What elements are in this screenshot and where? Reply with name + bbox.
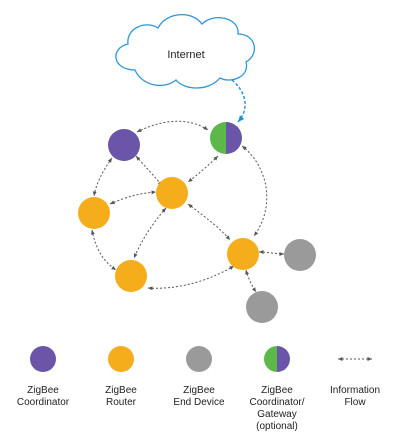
zigbee-end-device-circle-icon [186, 346, 212, 372]
flow-link-router-bottom-router-right [147, 265, 235, 291]
gateway-node-right-half [226, 122, 242, 154]
end-device-node-bottom [246, 291, 278, 323]
flow-link-coordinator-router-left [92, 157, 113, 197]
flow-link-router-right-end-device-bottom [245, 269, 257, 293]
internet-link [231, 79, 246, 123]
network-nodes [78, 122, 316, 323]
router-node-center [156, 177, 188, 209]
gateway-node [210, 122, 242, 154]
flow-link-router-left-router-center [109, 190, 157, 205]
cloud-shape [115, 14, 256, 89]
flow-link-router-center-router-bottom [133, 207, 167, 259]
flow-link-coordinator-gateway [136, 120, 209, 133]
router-node-left [78, 197, 110, 229]
legend-swatches [30, 346, 372, 372]
gateway-node-left-half [210, 122, 226, 154]
zigbee-coordinator-circle-icon [30, 346, 56, 372]
router-node-right [227, 238, 259, 270]
end-device-node-right [284, 239, 316, 271]
flow-link-router-center-router-right [187, 203, 231, 241]
information-flow-links [90, 120, 285, 293]
flow-link-router-right-end-device-right [258, 250, 285, 256]
zigbee-gateway-split-circle-icon [264, 346, 290, 372]
zigbee-router-circle-icon [108, 346, 134, 372]
router-node-bottom [115, 260, 147, 292]
coordinator-node [108, 129, 140, 161]
flow-link-gateway-router-right [241, 145, 268, 237]
flow-link-gateway-router-center [187, 155, 219, 183]
cloud-label: Internet [167, 49, 204, 61]
flow-link-coordinator-router-center [135, 155, 163, 187]
flow-link-router-left-router-bottom [90, 229, 117, 271]
internet-cloud: Internet [115, 14, 256, 89]
